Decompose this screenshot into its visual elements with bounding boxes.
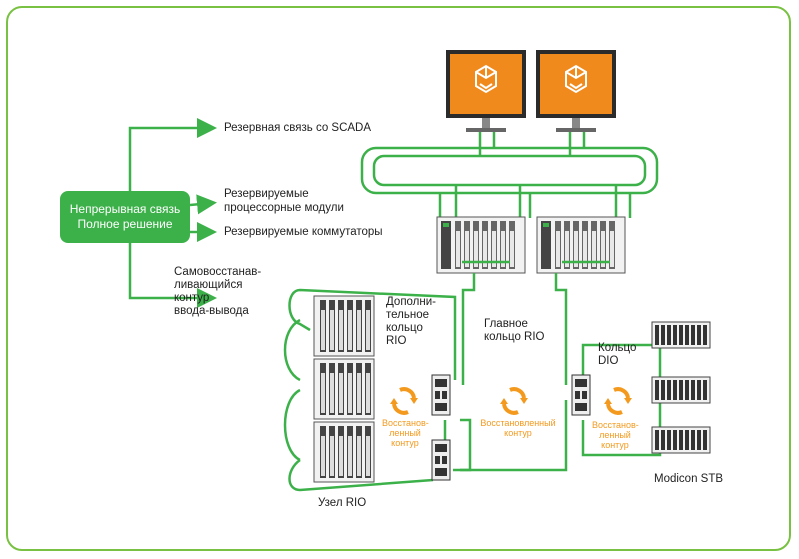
rio-adapter-icon — [431, 374, 451, 416]
extra-ring-line3: кольцо — [386, 322, 423, 334]
feature-selfheal-line1: Самовосстанав- — [174, 266, 262, 278]
diagram-frame — [6, 6, 791, 551]
stb-island-icon — [651, 321, 711, 349]
restored-center-line2: контур — [504, 428, 532, 438]
workstation-icon — [535, 49, 617, 133]
rio-node-label: Узел RIO — [318, 497, 367, 509]
restored-left: Восстанов- ленный контур — [382, 418, 429, 448]
cpu-rack-icon — [536, 216, 626, 274]
extra-ring-line2: тельное — [386, 309, 429, 321]
rio-adapter-icon — [571, 374, 591, 416]
dio-ring-line1: Кольцо — [598, 342, 637, 354]
modicon-stb-label: Modicon STB — [654, 473, 724, 485]
restore-cycle-icon — [388, 387, 420, 415]
restored-right-line3: контур — [601, 440, 629, 450]
io-rack-icon — [313, 421, 375, 483]
main-ring-line2: кольцо RIO — [484, 331, 545, 343]
io-rack-icon — [313, 295, 375, 357]
restored-left-line3: контур — [391, 438, 419, 448]
restored-left-line1: Восстанов- — [382, 418, 429, 428]
extra-ring-line1: Дополни- — [386, 296, 436, 308]
restored-center-line1: Восстановленный — [480, 418, 556, 428]
restored-right: Восстанов- ленный контур — [592, 420, 639, 450]
restored-center: Восстановленный контур — [474, 418, 562, 438]
feature-cpu-line1: Резервируемые — [224, 188, 309, 200]
scada-ring — [360, 132, 659, 218]
hub-connectors — [128, 118, 217, 308]
restored-right-line1: Восстанов- — [592, 420, 639, 430]
io-rack-icon — [313, 358, 375, 420]
dio-ring-line2: DIO — [598, 355, 619, 367]
feature-scada: Резервная связь со SCADA — [224, 122, 372, 134]
feature-switches: Резервируемые коммутаторы — [224, 226, 383, 238]
feature-selfheal-line4: ввода-вывода — [174, 305, 249, 317]
stb-island-icon — [651, 376, 711, 404]
feature-selfheal-line2: ливающийся — [174, 279, 243, 291]
feature-selfheal-line3: контур — [174, 292, 210, 304]
restore-cycle-icon — [602, 387, 634, 415]
restored-left-line2: ленный — [389, 428, 421, 438]
main-ring-line1: Главное — [484, 318, 528, 330]
restore-cycle-icon — [498, 387, 530, 415]
rio-adapter-icon — [431, 439, 451, 481]
hub-box: Непрерывная связь Полное решение — [60, 191, 190, 243]
restored-right-line2: ленный — [599, 430, 631, 440]
hub-line1: Непрерывная связь — [69, 202, 181, 216]
hub-line2: Полное решение — [77, 217, 173, 231]
cpu-rack-icon — [436, 216, 526, 274]
feature-cpu-line2: процессорные модули — [224, 202, 344, 214]
extra-ring-line4: RIO — [386, 335, 407, 347]
stb-island-icon — [651, 426, 711, 454]
workstation-icon — [445, 49, 527, 133]
